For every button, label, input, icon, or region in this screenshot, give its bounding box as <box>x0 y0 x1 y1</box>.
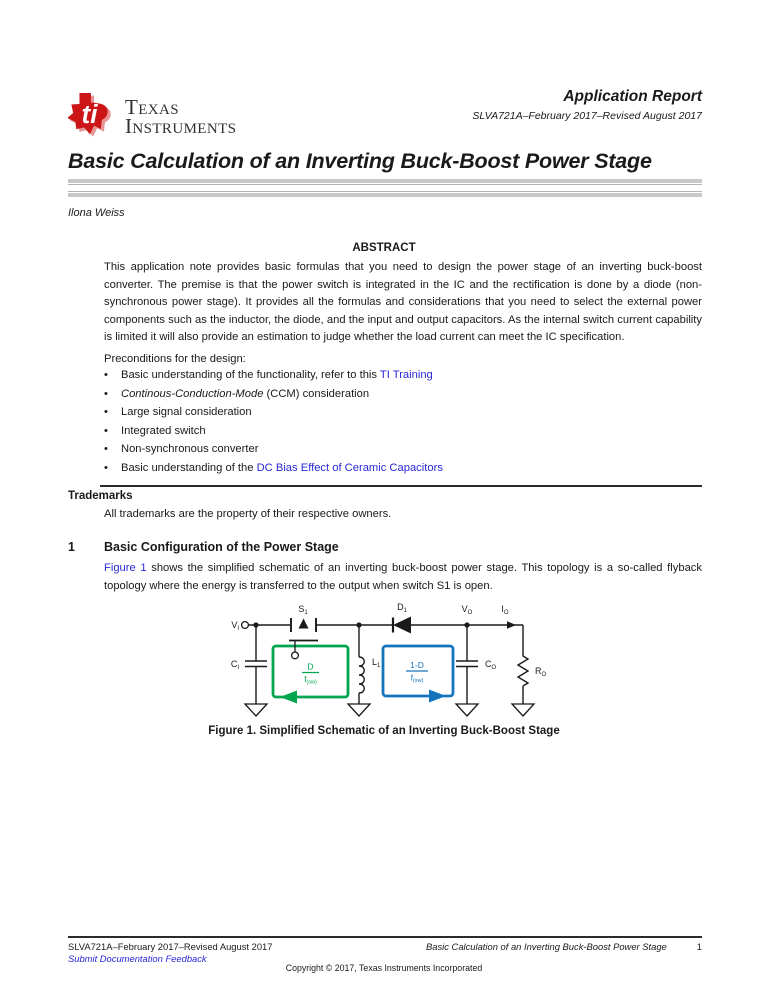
on-time-denominator: f(sw) <box>304 675 317 686</box>
list-item: • Integrated switch <box>104 424 702 437</box>
bullet-text: (CCM) consideration <box>263 387 370 400</box>
bullet-icon: • <box>104 406 108 419</box>
off-time-denominator: f(sw) <box>411 674 424 685</box>
d1-label: D1 <box>397 602 408 614</box>
io-label: IO <box>501 604 509 616</box>
figure-caption: Figure 1. Simplified Schematic of an Inv… <box>208 725 560 737</box>
gate-terminal <box>290 651 300 660</box>
bullet-text: Basic understanding of the <box>121 461 257 474</box>
footer-row: SLVA721A–February 2017–Revised August 20… <box>68 941 702 952</box>
list-item: • Continous-Conduction-Mode (CCM) consid… <box>104 387 702 400</box>
mosfet-arrow-icon <box>298 618 309 629</box>
ground-icon <box>243 703 269 717</box>
brand-line-1: Texas <box>125 95 179 119</box>
title-divider <box>68 179 702 197</box>
figure1-link[interactable]: Figure 1 <box>104 562 147 574</box>
s1-label: S1 <box>298 604 308 616</box>
resistor-ro <box>516 653 530 704</box>
bullet-text-italic: Continous-Conduction-Mode <box>121 387 264 400</box>
footer-title: Basic Calculation of an Inverting Buck-B… <box>426 941 667 952</box>
list-item: • Non-synchronous converter <box>104 444 702 455</box>
io-arrow-icon <box>507 621 516 629</box>
bullet-icon: • <box>104 443 108 456</box>
capacitor-co <box>456 625 478 704</box>
trademarks-rule <box>100 485 702 487</box>
abstract-body: This application note provides basic for… <box>104 261 702 343</box>
footer-doc-number: SLVA721A–February 2017–Revised August 20… <box>68 941 273 952</box>
ti-wordmark: Texas Instruments <box>125 95 237 139</box>
section-number: 1 <box>68 540 75 554</box>
footer-rule <box>68 936 702 938</box>
off-time-numerator: 1-D <box>410 660 424 670</box>
bullet-icon: • <box>104 369 108 381</box>
ti-texas-bug-icon: ti <box>68 93 111 137</box>
inductor-l1 <box>358 625 365 704</box>
list-item: • Large signal consideration <box>104 406 702 419</box>
ro-label: RO <box>535 666 547 678</box>
ground-icon <box>454 703 480 717</box>
footer-copyright: Copyright © 2017, Texas Instruments Inco… <box>285 963 483 973</box>
vin-label: VI <box>231 620 239 632</box>
figure1-schematic: D f(sw) 1-D f(sw) <box>231 602 547 717</box>
bullet-icon: • <box>104 461 108 474</box>
section-heading: Basic Configuration of the Power Stage <box>104 540 339 554</box>
trademarks-body: All trademarks are the property of their… <box>104 508 392 520</box>
preconditions-list: • Basic understanding of the functionali… <box>104 369 702 482</box>
bullet-icon: • <box>104 424 108 437</box>
doc-type: Application Report <box>563 88 702 105</box>
ground-symbols <box>243 703 536 717</box>
header-right: Application Report SLVA721A–February 201… <box>472 88 702 122</box>
list-item: • Basic understanding of the functionali… <box>104 369 702 381</box>
bullet-icon: • <box>104 387 108 400</box>
circuit-wires <box>248 624 524 653</box>
section-paragraph: Figure 1 shows the simplified schematic … <box>104 560 702 595</box>
doc-number: SLVA721A–February 2017–Revised August 20… <box>472 110 702 122</box>
vo-label: VO <box>462 604 473 616</box>
bullet-text: Integrated switch <box>121 424 206 437</box>
loop-arrow-left-icon <box>280 690 297 704</box>
preconditions-intro: Preconditions for the design: <box>104 353 246 365</box>
ti-monogram: ti <box>82 99 99 129</box>
ground-icon <box>510 703 536 717</box>
brand-line-2: Instruments <box>125 114 237 139</box>
ci-label: CI <box>231 659 240 671</box>
off-time-loop: 1-D f(sw) <box>381 644 455 703</box>
ti-logo: ti Texas Instruments <box>68 92 236 142</box>
author: Ilona Weiss <box>68 207 125 219</box>
bullet-text: Basic understanding of the functionality… <box>121 369 380 381</box>
loop-arrow-right-icon <box>429 689 446 703</box>
bullet-text: Non-synchronous converter <box>121 443 259 456</box>
page-title: Basic Calculation of an Inverting Buck-B… <box>68 149 652 173</box>
switch-s1 <box>289 618 318 660</box>
trademarks-heading: Trademarks <box>68 490 133 502</box>
ground-icon <box>346 703 372 717</box>
capacitor-ci <box>245 625 267 704</box>
footer-page-number: 1 <box>696 941 702 952</box>
dc-bias-link[interactable]: DC Bias Effect of Ceramic Capacitors <box>256 461 443 474</box>
vin-terminal <box>240 620 250 630</box>
bullet-text: Large signal consideration <box>121 406 252 419</box>
abstract-heading: ABSTRACT <box>352 242 416 254</box>
l1-label: L1 <box>372 657 381 669</box>
on-time-loop: D f(sw) <box>271 644 350 704</box>
diode-d1 <box>391 616 411 634</box>
section-paragraph-text: shows the simplified schematic of an inv… <box>104 562 702 592</box>
ti-training-link[interactable]: TI Training <box>379 369 433 381</box>
on-time-numerator: D <box>307 662 313 672</box>
list-item: • Basic understanding of the DC Bias Eff… <box>104 461 702 474</box>
co-label: CO <box>485 659 497 671</box>
submit-feedback-link[interactable]: Submit Documentation Feedback <box>68 953 207 964</box>
